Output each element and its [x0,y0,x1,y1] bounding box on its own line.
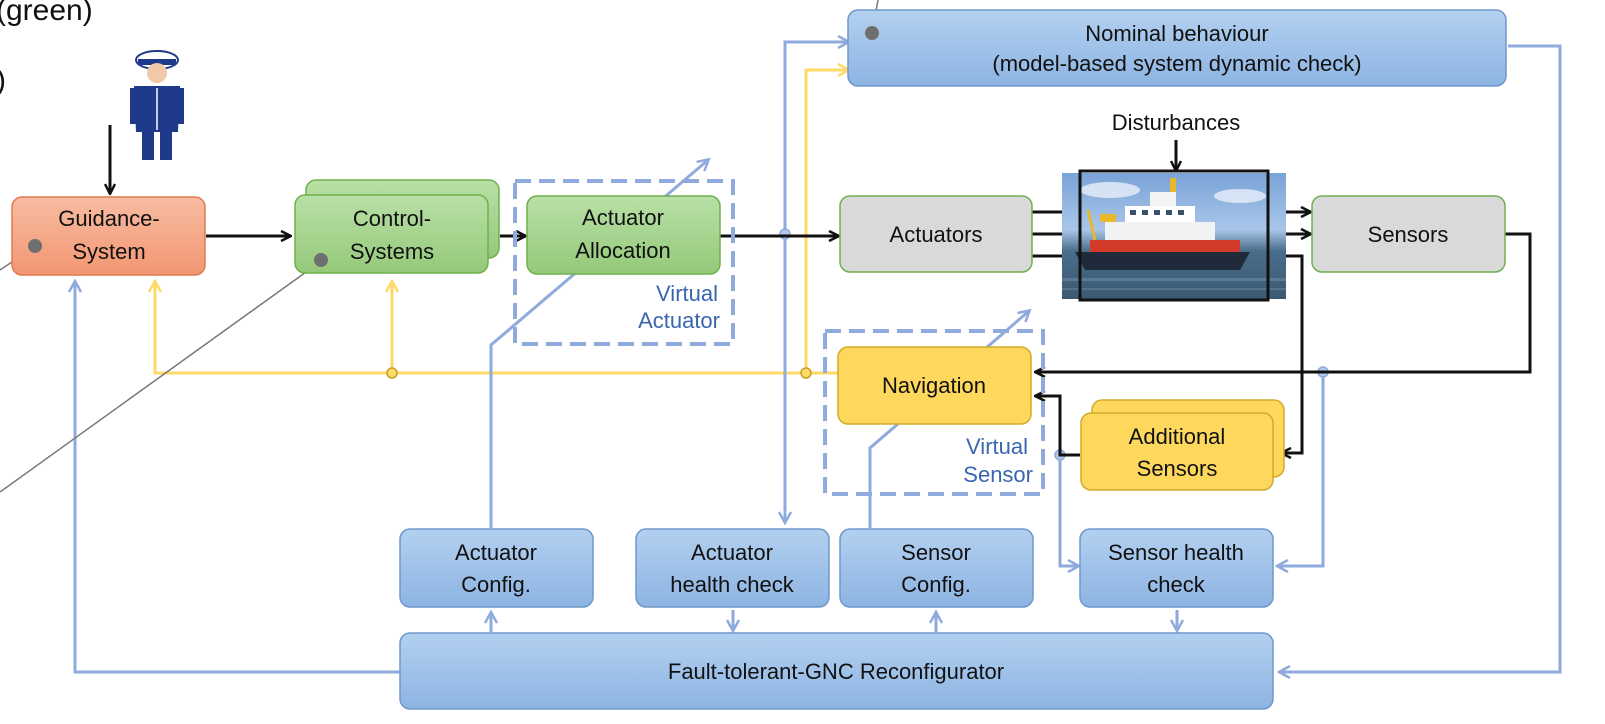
blue-reconfiguration-lines [75,42,1562,672]
svg-text:Nominal behaviour: Nominal behaviour [1085,21,1268,46]
captain-icon [130,50,184,160]
svg-text:Control-: Control- [353,206,431,231]
svg-text:Actuator: Actuator [691,540,773,565]
annotation-dot [314,253,328,267]
sensor-health-check-block: Sensor health check [1079,528,1274,608]
actuator-health-check-block: Actuator health check [635,528,830,608]
navigation-block: Navigation [837,346,1032,425]
svg-text:health check: health check [670,572,795,597]
yellow-feedback-lines [155,70,848,375]
actuators-block: Actuators [839,195,1033,273]
virtual-actuator-label: Actuator [638,308,720,333]
svg-text:Actuators: Actuators [890,222,983,247]
cropped-text: ) [0,64,6,97]
svg-text:Allocation: Allocation [575,238,670,263]
junction-dot [386,367,398,379]
cropped-text: (green) [0,0,93,27]
svg-text:Guidance-: Guidance- [58,206,160,231]
sensor-config-block: Sensor Config. [839,528,1034,608]
reconfigurator-block: Fault-tolerant-GNC Reconfigurator [399,632,1274,710]
svg-text:Config.: Config. [901,572,971,597]
actuator-config-block: Actuator Config. [399,528,594,608]
svg-text:Actuator: Actuator [455,540,537,565]
virtual-actuator-box [513,179,735,346]
svg-text:Sensors: Sensors [1368,222,1449,247]
svg-text:Navigation: Navigation [882,373,986,398]
svg-text:Actuator: Actuator [582,205,664,230]
svg-text:Config.: Config. [461,572,531,597]
svg-text:Sensor: Sensor [901,540,971,565]
additional-sensors-block: Additional Sensors [1080,399,1285,491]
ship-image [1062,169,1286,302]
svg-text:Additional: Additional [1129,424,1226,449]
svg-text:check: check [1147,572,1205,597]
disturbances-label: Disturbances [1112,110,1240,135]
virtual-sensor-label: Sensor [963,462,1033,487]
guidance-system-block: Guidance- System [11,196,206,276]
virtual-actuator-label: Virtual [656,281,718,306]
virtual-sensor-box [823,329,1045,496]
svg-text:Sensor health: Sensor health [1108,540,1244,565]
control-systems-block: Control- Systems [294,179,500,274]
black-signal-lines [110,125,1532,455]
actuator-allocation-block: Actuator Allocation [526,195,721,275]
sensors-block: Sensors [1311,195,1506,273]
svg-text:(model-based system dynamic ch: (model-based system dynamic check) [992,51,1361,76]
virtual-sensor-label: Virtual [966,434,1028,459]
svg-text:Fault-tolerant-GNC Reconfigura: Fault-tolerant-GNC Reconfigurator [668,659,1004,684]
junction-dot [800,367,812,379]
annotation-dot [865,26,879,40]
nominal-behaviour-block: Nominal behaviour (model-based system dy… [847,9,1507,87]
svg-text:Systems: Systems [350,239,434,264]
annotation-dot [28,239,42,253]
svg-text:System: System [72,239,145,264]
svg-text:Sensors: Sensors [1137,456,1218,481]
